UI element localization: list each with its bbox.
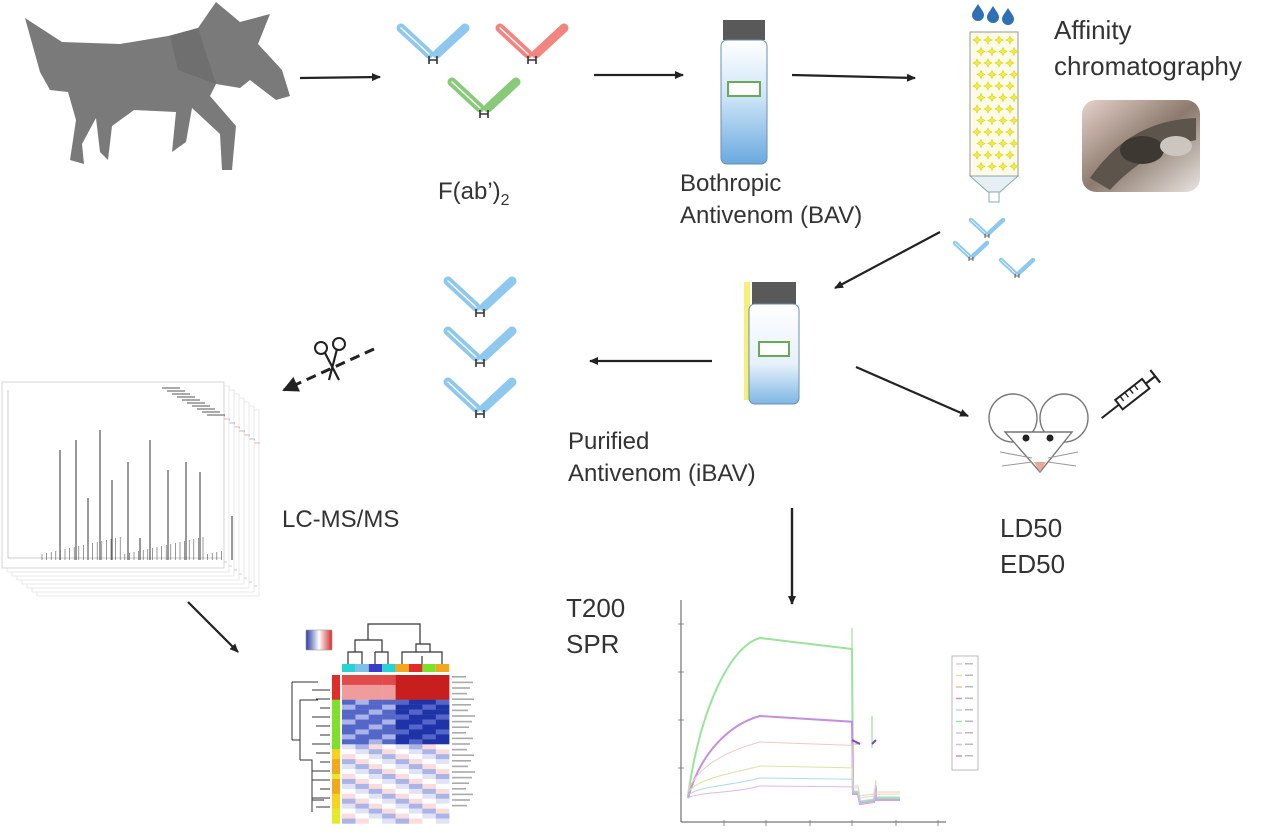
spr-label: SPR: [566, 629, 620, 659]
horse-icon: [25, 2, 290, 170]
arrow-digestion: [282, 347, 375, 392]
eluted-antibodies: [955, 220, 1033, 278]
purified-antibodies: [448, 281, 512, 418]
droplet-icon: [972, 4, 1014, 25]
antibody-icon: [401, 28, 465, 64]
antibody-icon: [452, 82, 516, 118]
arrow-ibav-to-mouse: [855, 365, 969, 418]
scissors-icon: [314, 337, 346, 381]
antibody-icon: [971, 220, 1003, 238]
affinity-label-line2: chromatography: [1054, 51, 1242, 81]
fab-fragments: [401, 28, 564, 118]
syringe-icon: [1101, 369, 1162, 419]
lcms-label: LC-MS/MS: [282, 506, 400, 533]
ld50-label: LD50: [1000, 513, 1063, 543]
antibody-icon: [500, 28, 564, 64]
bav-label-line2: Antivenom (BAV): [680, 202, 863, 229]
mouse-icon: [988, 393, 1089, 474]
bav-label-line1: Bothropic: [680, 170, 782, 197]
heatmap: [291, 623, 475, 824]
spr-sensorgram: [678, 600, 979, 826]
ed50-label: ED50: [1000, 549, 1066, 579]
antibody-icon: [448, 281, 512, 317]
arrow-horse-to-fab: [299, 73, 381, 82]
antibody-icon: [955, 243, 987, 261]
column-icon: [968, 4, 1020, 203]
affinity-label-line1: Affinity: [1054, 15, 1132, 45]
t200-label: T200: [566, 593, 626, 623]
spr-legend-box: [951, 655, 979, 771]
purified-label-line1: Purified: [568, 428, 650, 455]
vial-icon: [744, 282, 800, 405]
purified-label-line2: Antivenom (iBAV): [568, 460, 756, 487]
antibody-icon: [448, 331, 512, 367]
arrow-bav-to-column: [791, 73, 916, 82]
snake-photo: [1082, 100, 1200, 192]
ms-spectra-stack: [1, 381, 260, 597]
antibody-icon: [1001, 260, 1033, 278]
vial-icon: [720, 20, 768, 165]
arrow-ms-to-heatmap: [187, 601, 239, 653]
antibody-icon: [448, 382, 512, 418]
arrow-column-to-ibav: [834, 231, 941, 289]
color-scale-key: [305, 629, 333, 651]
fab-label: F(ab’)2: [438, 178, 510, 209]
